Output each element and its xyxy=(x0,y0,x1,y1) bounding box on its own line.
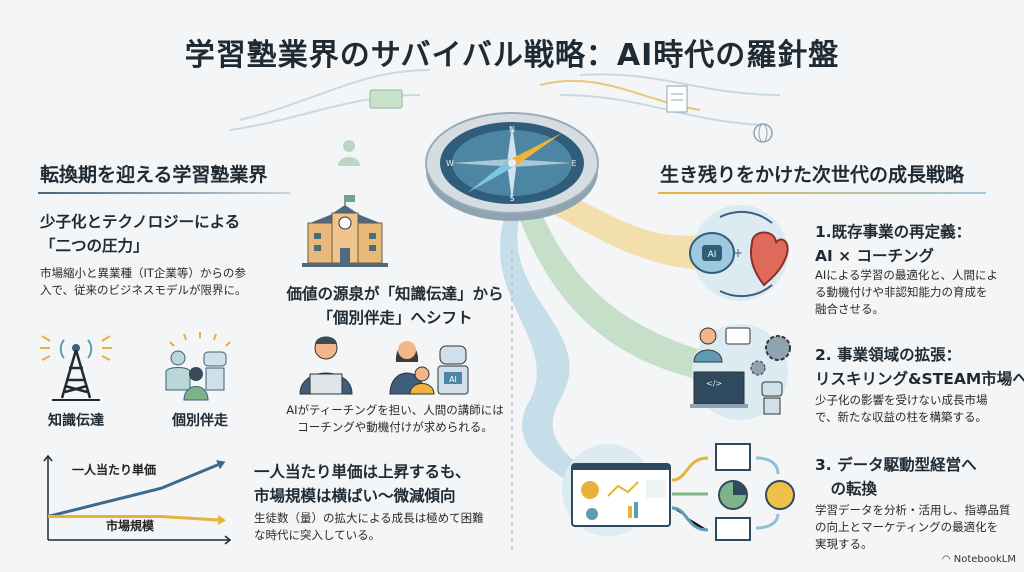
compass-w: W xyxy=(446,159,454,168)
strategy-title-line: の転換 xyxy=(815,480,878,498)
trend-body-line: 生徒数（量）の拡大による成長は極めて困難 xyxy=(254,511,484,525)
strategy-body-line: で、新たな収益の柱を構築する。 xyxy=(815,410,988,424)
brand-name: NotebookLM xyxy=(953,554,1016,565)
strategy-title-line: 3. データ駆動型経営へ xyxy=(815,456,977,474)
svg-text:+: + xyxy=(733,246,743,260)
trend-chart xyxy=(43,454,232,545)
strategy-body-line: 実現する。 xyxy=(815,537,873,551)
strategy-2-title: 2. 事業領域の拡張： リスキリング&STEAM市場へ xyxy=(815,343,1024,391)
left-section-heading: 転換期を迎える学習塾業界 xyxy=(40,164,268,186)
series-line-1 xyxy=(47,463,219,518)
code-glyph: </> xyxy=(706,379,722,388)
strategy-body-line: る動機付けや非認知能力の育成を xyxy=(815,285,988,299)
series-line-2 xyxy=(48,514,219,522)
shift-title-line: 「個別伴走」へシフト xyxy=(317,309,473,327)
strategy-1-body: AIによる学習の最適化と、人間によ る動機付けや非認知能力の育成を 融合させる。 xyxy=(815,267,998,318)
pressure-title-line: 「二つの圧力」 xyxy=(40,237,149,255)
individual-support-icon xyxy=(165,332,231,401)
pressure-body: 市場縮小と異業種（IT企業等）からの参 入で、従来のビジネスモデルが限界に。 xyxy=(40,265,247,299)
pressure-body-line: 市場縮小と異業種（IT企業等）からの参 xyxy=(40,266,246,280)
strategy-title-line: 1.既存事業の再定義： xyxy=(815,223,972,241)
compass-n: N xyxy=(509,125,515,134)
shift-body: AIがティーチングを担い、人間の講師には コーチングや動機付けが求められる。 xyxy=(270,402,520,436)
shift-body-line: コーチングや動機付けが求められる。 xyxy=(297,420,493,434)
strategy-title-line: リスキリング&STEAM市場へ xyxy=(815,370,1024,388)
strategy-title-line: AI × コーチング xyxy=(815,247,935,265)
strategy-3-body: 学習データを分析・活用し、指導品質 の向上とマーケティングの最適化を 実現する。 xyxy=(815,502,1011,553)
strategy-body-line: 少子化の影響を受けない成長市場 xyxy=(815,393,988,407)
trend-title-line: 一人当たり単価は上昇するも、 xyxy=(254,463,471,481)
pressure-title-line: 少子化とテクノロジーによる xyxy=(40,213,241,231)
strategy-body-line: 学習データを分析・活用し、指導品質 xyxy=(815,503,1011,517)
school-building-icon xyxy=(302,195,388,267)
trend-title: 一人当たり単価は上昇するも、 市場規模は横ばい〜微減傾向 xyxy=(254,460,471,508)
shift-title: 価値の源泉が「知識伝達」から 「個別伴走」へシフト xyxy=(270,282,520,330)
trend-title-line: 市場規模は横ばい〜微減傾向 xyxy=(254,487,456,505)
data-dashboard-icon xyxy=(562,443,795,541)
reskilling-steam-icon: </> xyxy=(690,324,791,420)
compass-icon: N E S W xyxy=(425,112,599,221)
series-label-unit-price: 一人当たり単価 xyxy=(72,463,157,477)
notebooklm-logo-icon: ◠ xyxy=(941,554,951,565)
ai-brain-heart-icon: AI + xyxy=(689,205,789,301)
strategy-2-body: 少子化の影響を受けない成長市場 で、新たな収益の柱を構築する。 xyxy=(815,392,988,426)
ai-badge: AI xyxy=(708,250,717,260)
trend-body-line: な時代に突入している。 xyxy=(254,528,381,542)
strategy-body-line: AIによる学習の最適化と、人間によ xyxy=(815,268,998,282)
teacher-laptop-icon xyxy=(299,336,353,395)
pressure-title: 少子化とテクノロジーによる 「二つの圧力」 xyxy=(40,210,240,258)
mother-child-robot-icon: AI xyxy=(389,341,469,395)
page-title: 学習塾業界のサバイバル戦略：AI時代の羅針盤 xyxy=(184,38,840,73)
series-label-market-size: 市場規模 xyxy=(106,519,155,533)
left-heading-rule xyxy=(38,192,290,194)
compass-e: E xyxy=(571,159,576,168)
person-icon xyxy=(338,140,360,166)
icon-label-support: 個別伴走 xyxy=(172,413,228,429)
strategy-3-title: 3. データ駆動型経営へ の転換 xyxy=(815,453,977,501)
compass-s: S xyxy=(509,194,514,203)
series-arrowhead-2 xyxy=(217,515,226,525)
book-icon xyxy=(369,89,403,109)
strategy-body-line: の向上とマーケティングの最適化を xyxy=(815,520,999,534)
robot-ai-badge: AI xyxy=(449,375,457,384)
strategy-1-title: 1.既存事業の再定義： AI × コーチング xyxy=(815,220,971,268)
strategy-body-line: 融合させる。 xyxy=(815,302,884,316)
right-section-heading: 生き残りをかけた次世代の成長戦略 xyxy=(660,164,965,186)
trend-body: 生徒数（量）の拡大による成長は極めて困難 な時代に突入している。 xyxy=(254,510,484,544)
footer-brand: ◠ NotebookLM xyxy=(942,554,1016,565)
document-icon xyxy=(666,85,688,113)
pressure-body-line: 入で、従来のビジネスモデルが限界に。 xyxy=(40,283,247,297)
series-arrowhead-1 xyxy=(216,460,226,470)
shift-body-line: AIがティーチングを担い、人間の講師には xyxy=(286,403,504,417)
right-heading-rule xyxy=(658,192,986,194)
globe-icon xyxy=(753,123,773,143)
broadcast-tower-icon xyxy=(40,335,112,401)
icon-label-knowledge: 知識伝達 xyxy=(48,413,104,429)
strategy-title-line: 2. 事業領域の拡張： xyxy=(815,346,962,364)
shift-title-line: 価値の源泉が「知識伝達」から xyxy=(286,285,504,303)
